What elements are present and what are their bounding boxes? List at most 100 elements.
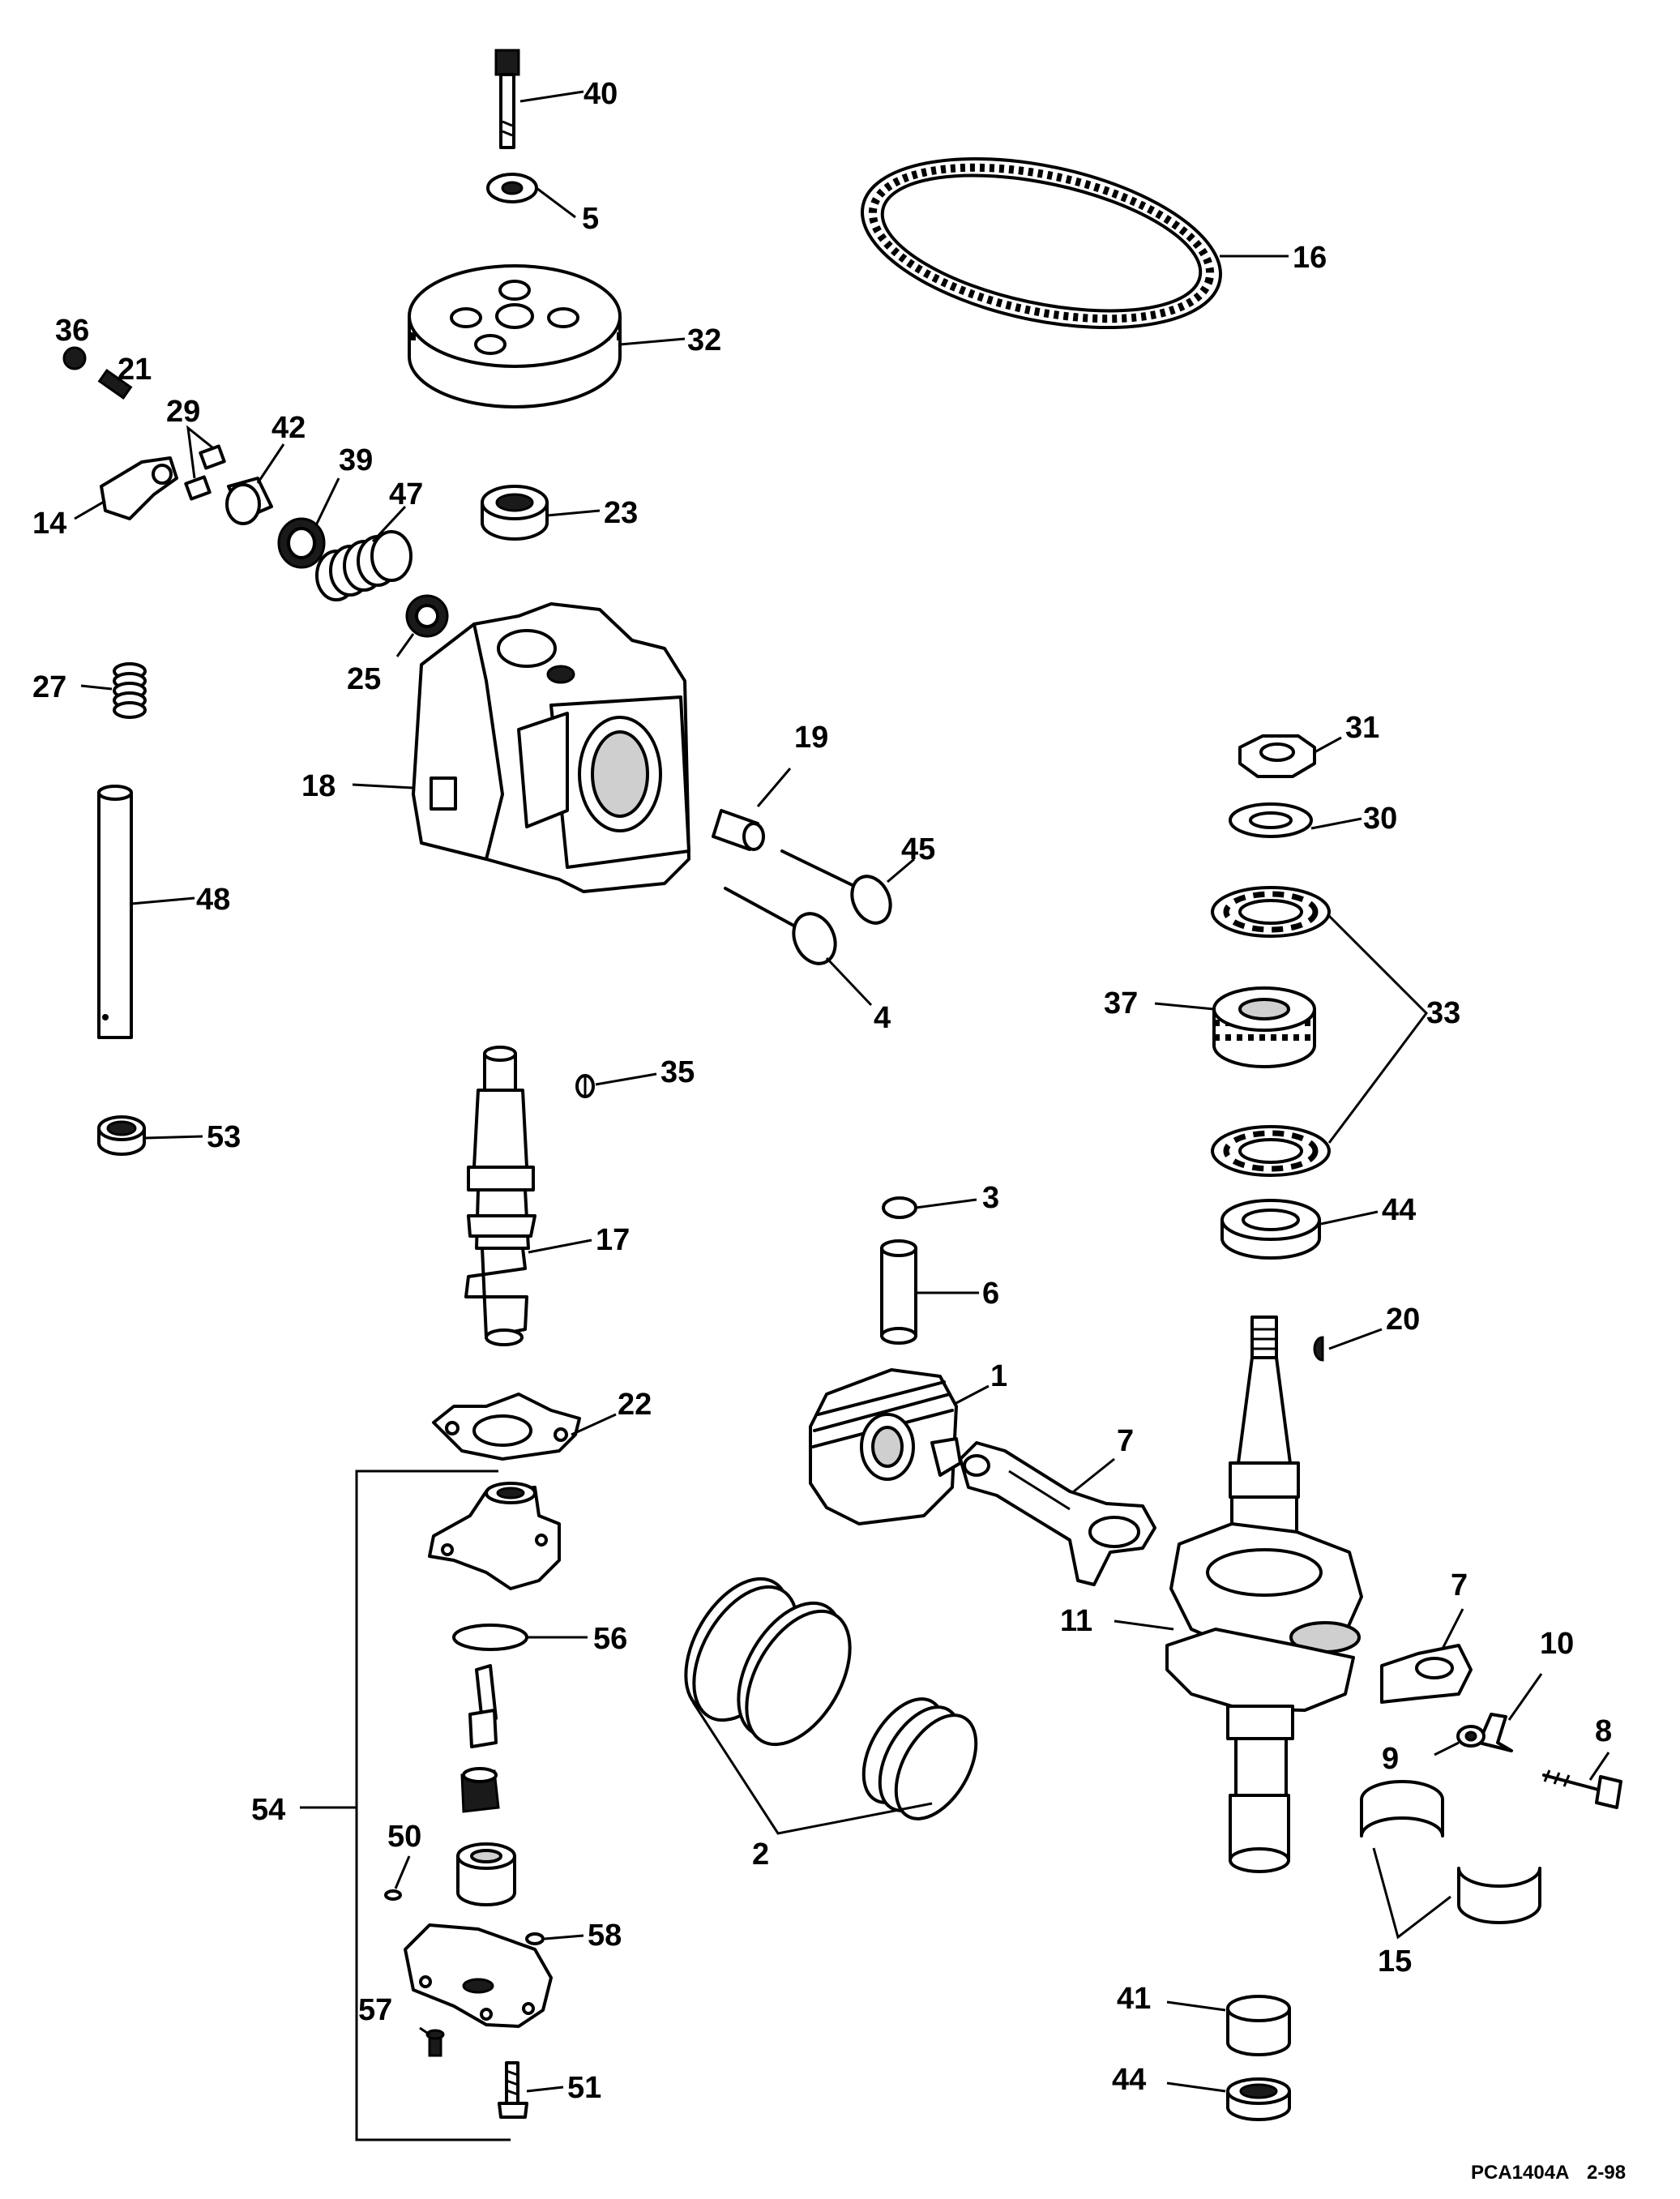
callout-16: 16 xyxy=(1293,241,1327,275)
callout-8: 8 xyxy=(1595,1714,1612,1748)
callout-35: 35 xyxy=(660,1055,695,1089)
leader-35 xyxy=(595,1072,657,1086)
callout-6: 6 xyxy=(982,1277,999,1311)
callout-5: 5 xyxy=(582,202,599,236)
figure-code: PCA1404A xyxy=(1471,2162,1569,2184)
callout-42: 42 xyxy=(271,411,306,445)
callout-11: 11 xyxy=(1060,1604,1092,1638)
callout-51: 51 xyxy=(567,2071,601,2105)
callout-10: 10 xyxy=(1540,1627,1574,1661)
leader-3 xyxy=(915,1198,977,1209)
part-6-piston-pin xyxy=(880,1239,917,1345)
part-51-screw xyxy=(498,2061,528,2119)
part-45-valve xyxy=(780,849,892,925)
leader-18 xyxy=(352,783,414,789)
part-47-spring xyxy=(315,530,413,601)
part-54-pump-housing xyxy=(428,1482,561,1590)
leader-48 xyxy=(130,896,195,905)
callout-19: 19 xyxy=(794,721,828,755)
leader-33 xyxy=(1327,914,1428,1144)
callout-9: 9 xyxy=(1382,1742,1399,1776)
leader-27 xyxy=(80,684,113,691)
leader-47 xyxy=(371,505,407,543)
part-44-seal-upper xyxy=(1220,1199,1321,1260)
part-32-cam-pulley xyxy=(408,264,622,409)
callout-30: 30 xyxy=(1363,802,1397,836)
callout-44a: 44 xyxy=(1382,1193,1416,1227)
callout-25: 25 xyxy=(347,662,381,696)
part-56-o-ring xyxy=(452,1624,528,1651)
callout-17: 17 xyxy=(596,1223,630,1257)
part-1-piston xyxy=(809,1368,962,1525)
leader-19 xyxy=(756,768,792,807)
part-16-timing-belt xyxy=(861,156,1222,330)
leader-58 xyxy=(544,1934,584,1940)
callout-48: 48 xyxy=(196,883,230,917)
part-7-rod-cap xyxy=(1380,1644,1473,1704)
callout-22: 22 xyxy=(618,1388,652,1422)
leader-41 xyxy=(1166,2000,1226,2012)
part-42-bushing xyxy=(225,477,273,525)
part-40-bolt xyxy=(494,49,520,149)
callout-44b: 44 xyxy=(1112,2063,1146,2097)
leader-31 xyxy=(1314,736,1342,754)
leader-42 xyxy=(256,443,285,484)
part-17-camshaft xyxy=(464,1046,536,1346)
leader-1 xyxy=(954,1384,990,1405)
leader-8 xyxy=(1588,1752,1610,1781)
callout-27: 27 xyxy=(32,670,66,704)
leader-22 xyxy=(571,1413,617,1436)
callout-21: 21 xyxy=(118,353,152,387)
part-10-clip xyxy=(1477,1713,1513,1752)
leader-51 xyxy=(526,2086,564,2093)
part-33-thrust-washers xyxy=(1211,886,1331,1177)
part-4-valve xyxy=(724,887,837,965)
leader-14 xyxy=(74,499,106,520)
leader-5 xyxy=(536,186,576,219)
part-50-o-ring xyxy=(384,1889,402,1901)
callout-7a: 7 xyxy=(1117,1424,1134,1458)
callout-2: 2 xyxy=(752,1837,769,1872)
callout-14: 14 xyxy=(32,507,66,541)
part-18-cylinder-head xyxy=(412,602,690,893)
leader-57 xyxy=(419,2026,430,2036)
callout-39: 39 xyxy=(339,443,373,477)
part-31-nut xyxy=(1238,734,1316,778)
leader-40 xyxy=(519,90,584,103)
leader-32 xyxy=(619,337,686,346)
callout-3: 3 xyxy=(982,1181,999,1215)
part-57-screw xyxy=(425,2029,445,2057)
leader-44b xyxy=(1166,2081,1226,2093)
leader-37 xyxy=(1154,1002,1215,1011)
callout-47: 47 xyxy=(389,477,423,511)
callout-54: 54 xyxy=(251,1793,285,1827)
part-9-nut xyxy=(1456,1725,1485,1748)
callout-7b: 7 xyxy=(1451,1568,1468,1602)
callout-56: 56 xyxy=(593,1622,627,1656)
leader-10 xyxy=(1507,1673,1543,1721)
part-27-spring xyxy=(113,662,147,719)
callout-32: 32 xyxy=(687,323,721,357)
callout-41: 41 xyxy=(1117,1982,1151,2016)
callout-4: 4 xyxy=(874,1001,891,1035)
part-54-pump-cover xyxy=(404,1923,553,2028)
part-53-bushing xyxy=(97,1115,146,1156)
part-39-ring xyxy=(277,517,326,569)
callout-23: 23 xyxy=(604,496,638,530)
part-19-guide xyxy=(712,809,765,851)
callout-18: 18 xyxy=(301,769,336,803)
leader-15 xyxy=(1372,1847,1451,1940)
part-48-tube xyxy=(97,785,133,1039)
callout-53: 53 xyxy=(207,1120,241,1154)
leader-9 xyxy=(1434,1741,1460,1756)
part-30-washer xyxy=(1229,802,1313,838)
part-2-piston-rings xyxy=(684,1577,978,1820)
leader-39 xyxy=(314,477,340,526)
leader-4 xyxy=(825,956,873,1007)
part-23-seal xyxy=(481,485,549,541)
callout-37: 37 xyxy=(1104,986,1138,1020)
part-7-connecting-rod xyxy=(959,1441,1156,1586)
callout-58: 58 xyxy=(588,1919,622,1953)
leader-17 xyxy=(528,1239,592,1254)
